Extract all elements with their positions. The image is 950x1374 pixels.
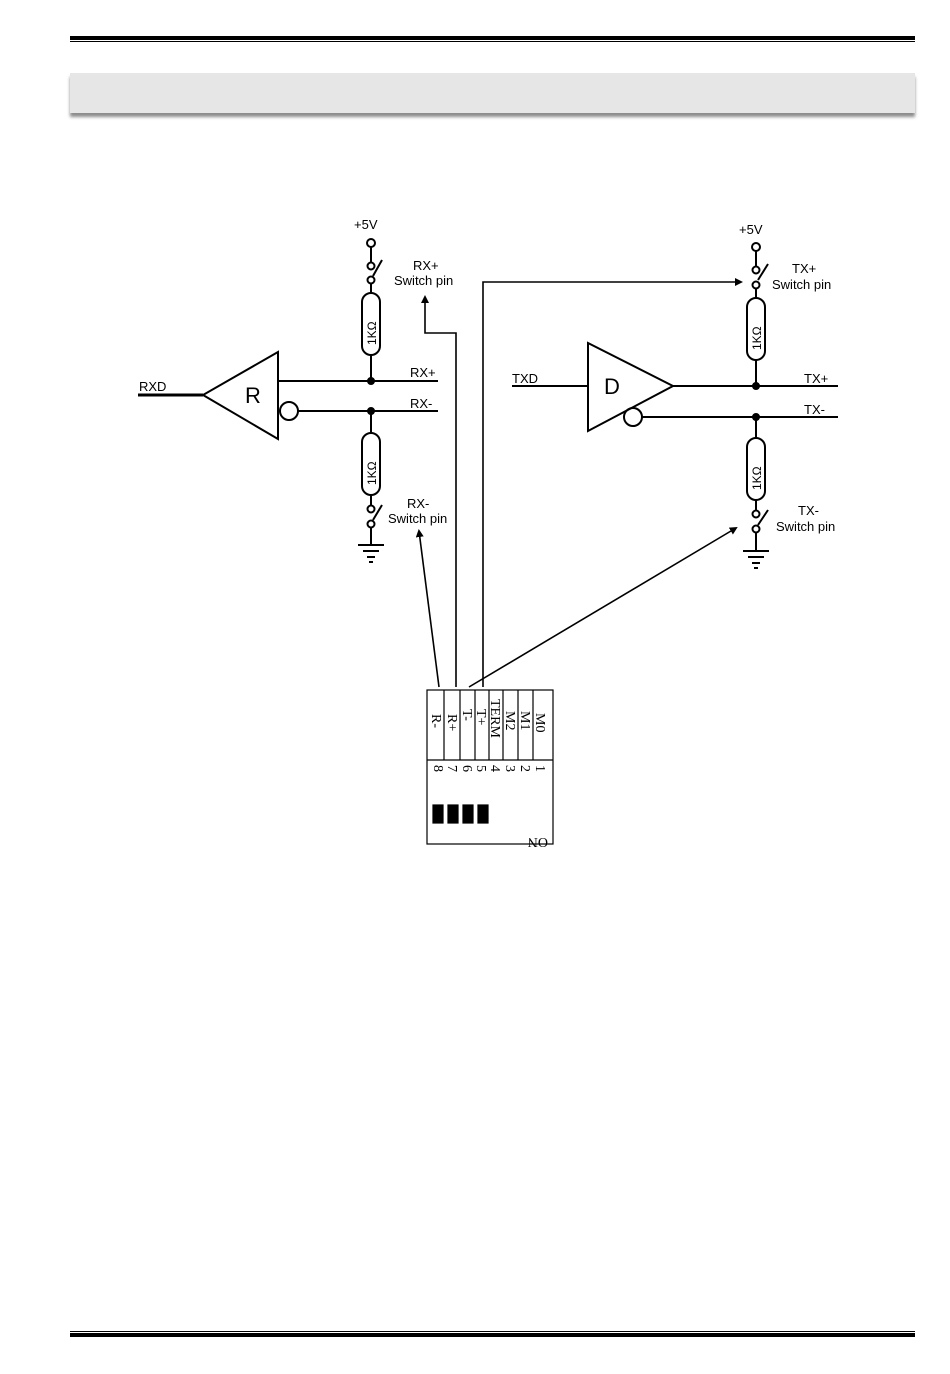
dip-label-t-minus: T- (459, 709, 474, 721)
rx-minus-switch-label-1: RX- (407, 496, 429, 511)
rx-resistor-top-value: 1KΩ (365, 321, 379, 345)
tx-minus-switch-label-2: Switch pin (776, 519, 835, 534)
tx-minus-label: TX- (804, 402, 825, 417)
rx-receiver-symbol (203, 352, 278, 439)
dip-number-2: 2 (517, 765, 532, 772)
dip-number-8: 8 (430, 765, 445, 772)
dip-on-label: ON (528, 834, 548, 849)
dip-number-3: 3 (502, 765, 517, 772)
tx-plus-label: TX+ (804, 371, 828, 386)
txd-label: TXD (512, 371, 538, 386)
tx-plus-switch-label-1: TX+ (792, 261, 816, 276)
rx-minus-label: RX- (410, 396, 432, 411)
rx-resistor-bottom-value: 1KΩ (365, 461, 379, 485)
rx-inverting-bubble (280, 402, 298, 420)
dip-label-m0: M0 (532, 713, 547, 732)
rx-supply-terminal (367, 239, 375, 247)
dip-number-1: 1 (532, 765, 547, 772)
rx-plus-label: RX+ (410, 365, 436, 380)
tx-resistor-top-value: 1KΩ (750, 326, 764, 350)
tx-inverting-bubble (624, 408, 642, 426)
dip-switch-8-on[interactable] (433, 805, 443, 823)
dip-label-m2: M2 (502, 711, 517, 730)
dip-connection-lines (419, 282, 741, 687)
wire-r-minus (419, 531, 439, 687)
tx-minus-switch-label-1: TX- (798, 503, 819, 518)
dip-label-m1: M1 (517, 711, 532, 730)
wire-t-minus (469, 528, 736, 687)
tx-resistor-bottom-value: 1KΩ (750, 466, 764, 490)
dip-label-term: TERM (487, 699, 502, 738)
dip-switch-5-on[interactable] (478, 805, 488, 823)
dip-switch-6-on[interactable] (463, 805, 473, 823)
dip-label-t-plus: T+ (473, 709, 488, 726)
rx-plus-switch-label-2: Switch pin (394, 273, 453, 288)
wire-r-plus (425, 297, 456, 687)
dip-labels: R- R+ T- T+ TERM M2 M1 M0 8 7 6 5 4 3 2 … (428, 699, 548, 849)
tx-supply-label: +5V (739, 222, 763, 237)
dip-label-r-plus: R+ (444, 714, 459, 731)
dip-number-7: 7 (444, 765, 459, 772)
dip-number-6: 6 (459, 765, 474, 772)
rx-labels: +5V RX+ Switch pin RX- Switch pin 1KΩ 1K… (139, 217, 453, 526)
dip-label-r-minus: R- (428, 714, 443, 728)
rx-plus-switch-label-1: RX+ (413, 258, 439, 273)
wire-t-plus (483, 282, 741, 687)
rxd-label: RXD (139, 379, 166, 394)
tx-plus-switch-label-2: Switch pin (772, 277, 831, 292)
tx-labels: +5V TX+ Switch pin TX- Switch pin 1KΩ 1K… (512, 222, 835, 534)
dip-switch-7-on[interactable] (448, 805, 458, 823)
receiver-label: R (245, 383, 261, 408)
tx-supply-terminal (752, 243, 760, 251)
dip-number-4: 4 (487, 765, 502, 772)
rx-supply-label: +5V (354, 217, 378, 232)
driver-label: D (604, 374, 620, 399)
rx-minus-switch-label-2: Switch pin (388, 511, 447, 526)
dip-number-5: 5 (473, 765, 488, 772)
